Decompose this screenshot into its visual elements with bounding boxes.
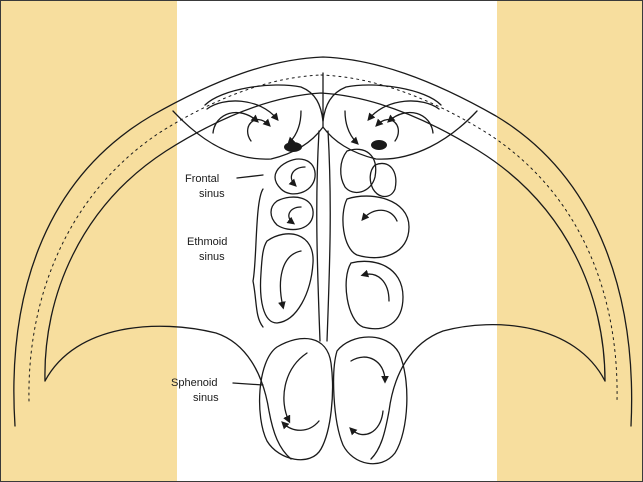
sphenoid-label-line1: Sphenoid — [171, 377, 218, 389]
left-frontal-ostium — [284, 142, 302, 152]
right-frontal-ostium — [371, 140, 387, 150]
ethmoid-label-line2: sinus — [199, 251, 225, 263]
frontal-label-line1: Frontal — [185, 173, 219, 185]
ethmoid-label-line1: Ethmoid — [187, 236, 227, 248]
right-yellow-panel — [497, 1, 642, 481]
left-yellow-panel — [1, 1, 177, 481]
sphenoid-label-line2: sinus — [193, 392, 219, 404]
frontal-label-line2: sinus — [199, 188, 225, 200]
